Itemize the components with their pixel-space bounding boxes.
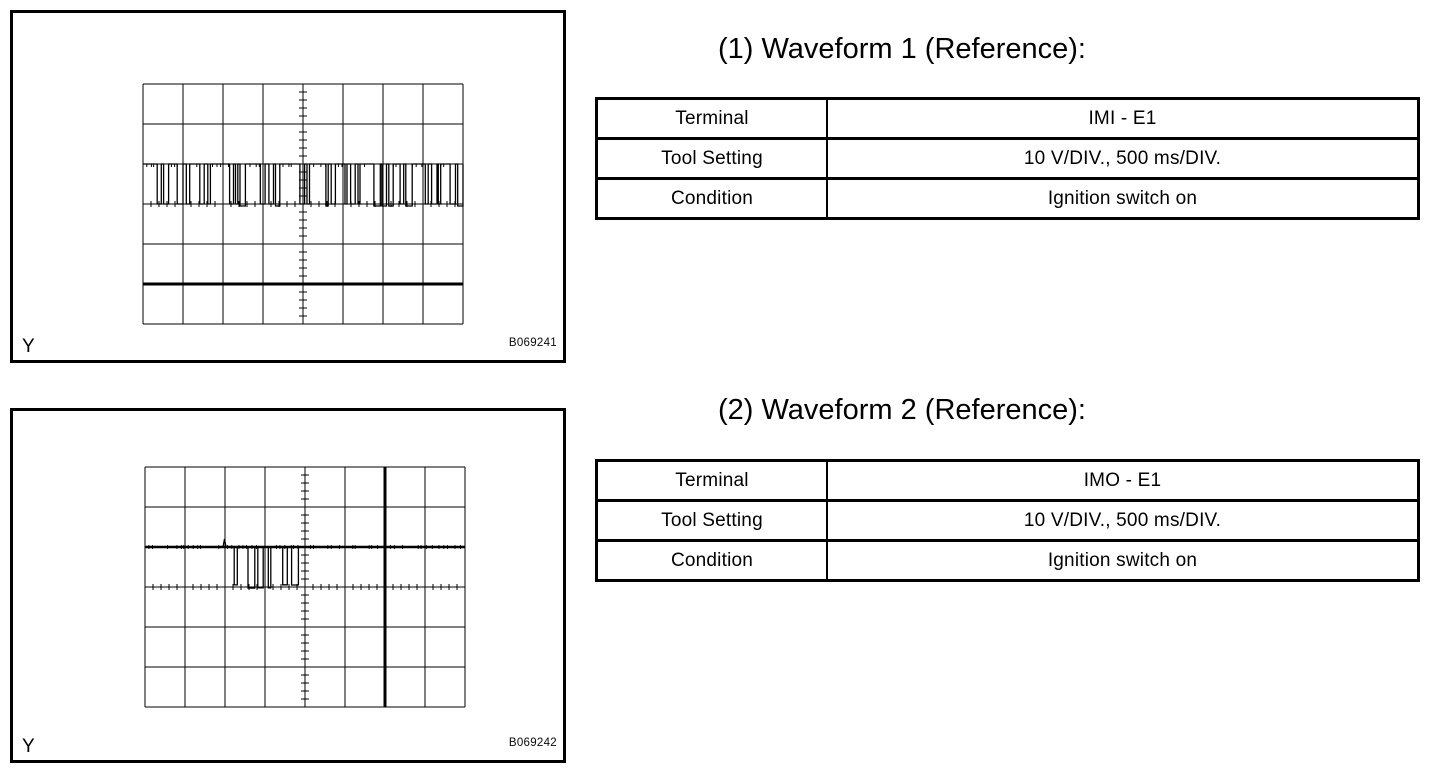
row-value: IMI - E1 [1088,107,1157,129]
table-row: Tool Setting 10 V/DIV., 500 ms/DIV. [598,140,1417,180]
table-row: Terminal IMO - E1 [598,462,1417,502]
oscilloscope-screen-2 [144,466,466,708]
oscilloscope-screen-1 [142,83,464,325]
waveform-2-reference-table: Terminal IMO - E1 Tool Setting 10 V/DIV.… [595,459,1420,582]
waveform-2-figure-box: Y B069242 [10,408,566,763]
table-row: Terminal IMI - E1 [598,100,1417,140]
waveform-1-reference-table: Terminal IMI - E1 Tool Setting 10 V/DIV.… [595,97,1420,220]
waveform-1-figure-box: Y B069241 [10,10,566,363]
row-label: Condition [598,180,828,217]
y-axis-label: Y [22,736,35,757]
row-value: Ignition switch on [1047,187,1198,209]
table-row: Condition Ignition switch on [598,180,1417,217]
figure-code: B069242 [508,736,557,749]
row-value: IMO - E1 [1083,469,1162,491]
table-row: Condition Ignition switch on [598,542,1417,579]
row-label: Tool Setting [598,502,828,539]
y-axis-label: Y [22,336,35,357]
row-label: Terminal [598,100,828,137]
figure-code: B069241 [508,336,557,349]
row-value: 10 V/DIV., 500 ms/DIV. [1023,509,1222,531]
row-value: 10 V/DIV., 500 ms/DIV. [1023,147,1222,169]
row-label: Condition [598,542,828,579]
row-label: Tool Setting [598,140,828,177]
waveform-2-heading: (2) Waveform 2 (Reference): [718,394,1086,426]
row-value: Ignition switch on [1047,549,1198,571]
row-label: Terminal [598,462,828,499]
waveform-1-heading: (1) Waveform 1 (Reference): [718,33,1086,65]
table-row: Tool Setting 10 V/DIV., 500 ms/DIV. [598,502,1417,542]
